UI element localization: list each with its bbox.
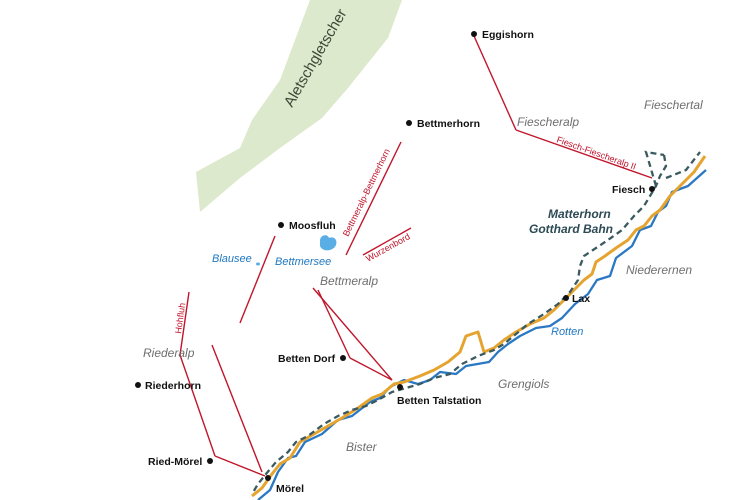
bettmersee-label: Bettmersee (275, 256, 331, 268)
fiesch-label: Fiesch (612, 184, 645, 196)
rotten-label: Rotten (551, 326, 583, 338)
hohfluh-lift (179, 291, 190, 356)
bister-label: Bister (346, 440, 378, 454)
fieschertal-label: Fieschertal (644, 98, 703, 112)
blausee-lake (256, 262, 260, 266)
bettmeralp-label: Bettmeralp (320, 274, 378, 288)
betten-lift-b (317, 289, 351, 359)
ried-moerel-label: Ried-Mörel (148, 456, 202, 468)
moerel-marker (265, 475, 271, 481)
betten-lift-c (349, 357, 393, 381)
bettmerhorn-marker (406, 120, 412, 126)
bettmeralp-bettmerhorn-lift (345, 141, 402, 256)
riederalp-lift-b (211, 344, 263, 473)
fiescheralp-label: Fiescheralp (517, 115, 579, 129)
road (251, 155, 707, 498)
blausee-label: Blausee (212, 253, 252, 265)
riederhorn-label: Riederhorn (145, 380, 201, 392)
grengiols-label: Grengiols (498, 377, 549, 391)
wurzenbord-lift-label: Wurzenbord (364, 231, 412, 263)
moosfluh-marker (278, 222, 284, 228)
rotten-river (257, 169, 707, 500)
riederalp-moerel-lift (179, 354, 216, 457)
railway-label-line1: Matterhorn (548, 207, 611, 221)
fiesch-fiescheralp-lift (515, 129, 653, 179)
moosfluh-lift (239, 235, 276, 324)
moosfluh-label: Moosfluh (289, 220, 336, 232)
eggishorn-label: Eggishorn (482, 29, 534, 41)
niederernen-label: Niederernen (626, 263, 692, 277)
eggishorn-lift (473, 35, 517, 131)
ried-moerel-lift (214, 455, 266, 477)
cable-car-lines (179, 35, 653, 477)
location-markers (135, 31, 655, 481)
glacier-area (196, 0, 402, 212)
eggishorn-marker (471, 31, 477, 37)
wurzenbord-lift (362, 227, 412, 256)
betten-talstation-label: Betten Talstation (397, 395, 481, 407)
hohfluh-lift-label: Hohfluh (173, 302, 187, 334)
riederalp-label: Riederalp (143, 346, 195, 360)
railway-branch (644, 150, 665, 187)
fiesch-fiescheralp-lift-label: Fiesch-Fiescheralp II (555, 134, 637, 171)
betten-dorf-label: Betten Dorf (278, 353, 336, 365)
betten-lift-a (312, 287, 393, 381)
bettmeralp-bettmerhorn-lift-label: Bettmeralp-Bettmerhorn (341, 147, 392, 238)
bettmerhorn-label: Bettmerhorn (417, 118, 480, 130)
railway-branch-2 (665, 151, 701, 180)
bettmersee-lake (320, 235, 337, 251)
betten-talstation-marker (397, 384, 403, 390)
riederhorn-marker (135, 382, 141, 388)
betten-dorf-marker (340, 355, 346, 361)
moerel-label: Mörel (276, 483, 304, 495)
ried-moerel-marker (207, 458, 213, 464)
lax-label: Lax (572, 293, 590, 305)
railway (251, 154, 668, 495)
lax-marker (563, 295, 569, 301)
fiesch-marker (649, 186, 655, 192)
railway-label-line2: Gotthard Bahn (529, 222, 613, 236)
